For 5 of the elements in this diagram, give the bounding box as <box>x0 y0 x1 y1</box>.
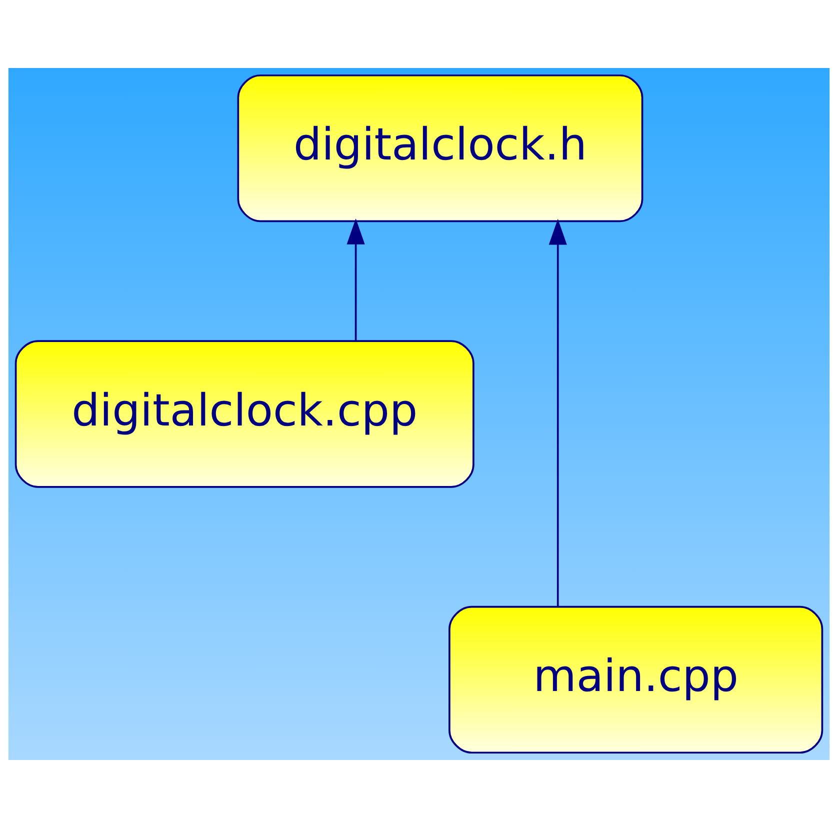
arrow <box>548 218 567 606</box>
node-box: digitalclock.cpp <box>14 340 474 488</box>
node-box: digitalclock.h <box>237 74 644 222</box>
node-box: main.cpp <box>448 606 824 754</box>
arrow <box>346 218 365 341</box>
